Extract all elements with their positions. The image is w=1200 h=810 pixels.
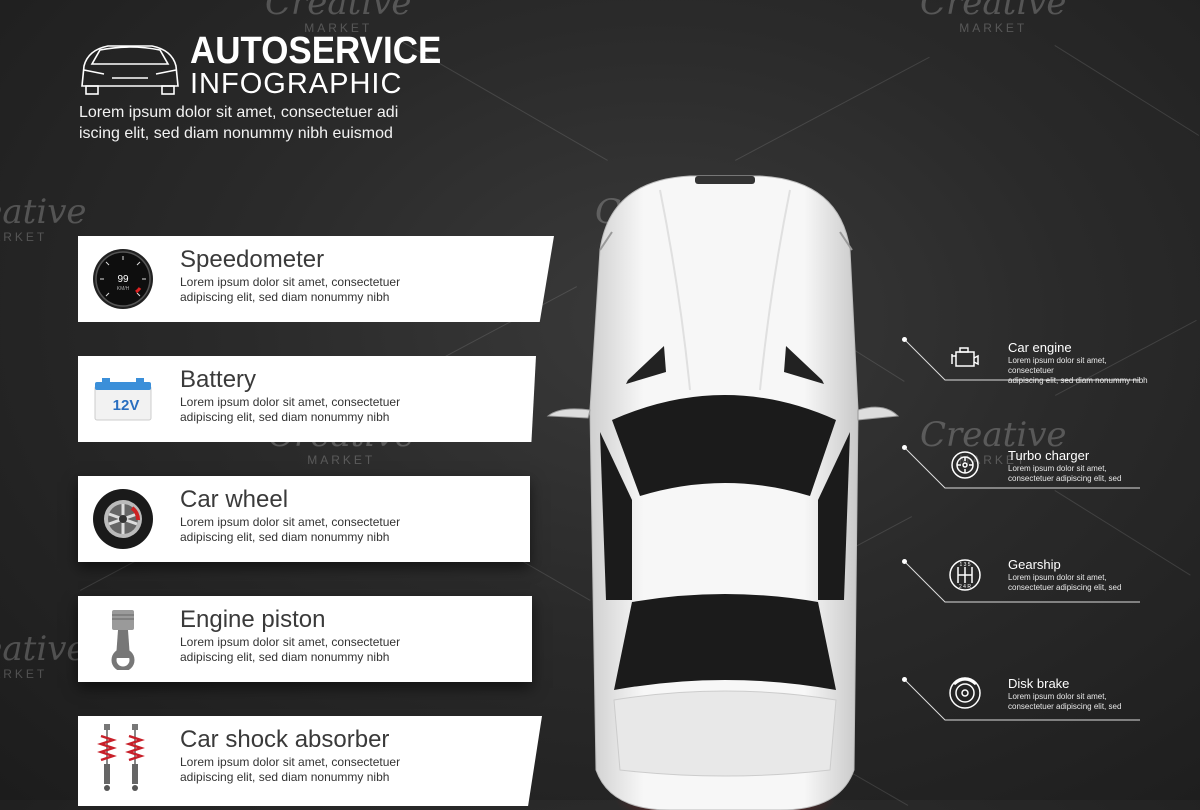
right-item-title: Disk brake bbox=[1008, 676, 1070, 691]
info-card-piston: Engine piston Lorem ipsum dolor sit amet… bbox=[78, 596, 532, 682]
card-text-line: Lorem ipsum dolor sit amet, consectetuer bbox=[180, 275, 401, 289]
card-title: Car wheel bbox=[180, 486, 289, 513]
mirror-left bbox=[546, 408, 591, 419]
right-item-title: Car engine bbox=[1008, 340, 1072, 355]
shock-absorber-icon bbox=[97, 724, 145, 791]
card-text: Lorem ipsum dolor sit amet, consectetuer… bbox=[180, 755, 440, 785]
card-text: Lorem ipsum dolor sit amet, consectetuer… bbox=[180, 275, 440, 305]
side-window-left bbox=[600, 432, 632, 600]
turbo-icon bbox=[951, 451, 979, 479]
right-item-text: Lorem ipsum dolor sit amet,consectetuer … bbox=[1008, 692, 1128, 712]
right-item-text-line: consectetuer adipiscing elit, sed bbox=[1008, 702, 1122, 711]
card-text-line: adipiscing elit, sed diam nonummy nibh bbox=[180, 290, 390, 304]
engine-icon bbox=[951, 347, 979, 367]
header-description-line: iscing elit, sed diam nonummy nibh euism… bbox=[79, 125, 393, 142]
car-logo-icon bbox=[81, 45, 179, 95]
gear-bottom-label: 2 4 R bbox=[959, 584, 971, 590]
info-card-battery: 12V Battery Lorem ipsum dolor sit amet, … bbox=[78, 356, 536, 442]
right-item-text-line: adipiscing elit, sed diam nonummy nibh bbox=[1008, 376, 1148, 385]
header-description-line: Lorem ipsum dolor sit amet, consectetuer… bbox=[79, 104, 399, 121]
info-card-wheel: Car wheel Lorem ipsum dolor sit amet, co… bbox=[78, 476, 530, 562]
headlight bbox=[599, 231, 853, 251]
connector-dot bbox=[902, 677, 907, 682]
card-text-line: Lorem ipsum dolor sit amet, consectetuer bbox=[180, 515, 401, 529]
connector-dot bbox=[902, 445, 907, 450]
mirror-right bbox=[857, 406, 900, 421]
battery-label: 12V bbox=[113, 397, 140, 414]
hood-crease bbox=[659, 189, 791, 391]
right-item-title: Gearship bbox=[1008, 557, 1061, 572]
right-item-title: Turbo charger bbox=[1008, 448, 1090, 463]
right-item-text: Lorem ipsum dolor sit amet, consectetuer… bbox=[1008, 356, 1148, 386]
hood-vent-left bbox=[626, 346, 666, 384]
gauge-unit: KM/H bbox=[117, 286, 130, 292]
card-text-line: Lorem ipsum dolor sit amet, consectetuer bbox=[180, 635, 401, 649]
card-text: Lorem ipsum dolor sit amet, consectetuer… bbox=[180, 635, 440, 665]
piston-icon bbox=[111, 610, 135, 670]
card-text: Lorem ipsum dolor sit amet, consectetuer… bbox=[180, 515, 440, 545]
rear-window bbox=[614, 594, 836, 690]
card-title: Engine piston bbox=[180, 606, 326, 633]
page-title: AUTOSERVICE bbox=[190, 30, 442, 72]
card-title: Car shock absorber bbox=[180, 726, 390, 753]
card-text-line: adipiscing elit, sed diam nonummy nibh bbox=[180, 410, 390, 424]
hood-vent-right bbox=[784, 346, 824, 384]
header-description: Lorem ipsum dolor sit amet, consectetuer… bbox=[79, 102, 419, 144]
trunk bbox=[613, 690, 837, 777]
car-top-view bbox=[546, 175, 900, 810]
gearshift-icon: 1 3 5 2 4 R bbox=[949, 559, 981, 591]
gauge-value: 99 bbox=[117, 274, 129, 285]
speedometer-icon: 99 KM/H bbox=[93, 249, 153, 309]
card-text: Lorem ipsum dolor sit amet, consectetuer… bbox=[180, 395, 440, 425]
windshield bbox=[612, 395, 836, 496]
card-title: Battery bbox=[180, 366, 257, 393]
card-text-line: adipiscing elit, sed diam nonummy nibh bbox=[180, 530, 390, 544]
battery-icon: 12V bbox=[94, 378, 152, 421]
gear-top-label: 1 3 5 bbox=[959, 562, 970, 568]
right-item-text-line: Lorem ipsum dolor sit amet, bbox=[1008, 573, 1107, 582]
page-subtitle: INFOGRAPHIC bbox=[190, 68, 403, 100]
disk-brake-icon bbox=[949, 677, 981, 709]
card-title: Speedometer bbox=[180, 246, 325, 273]
connector-dot bbox=[902, 337, 907, 342]
card-text-line: Lorem ipsum dolor sit amet, consectetuer bbox=[180, 395, 401, 409]
right-item-text-line: consectetuer adipiscing elit, sed bbox=[1008, 583, 1122, 592]
info-card-speedometer: 99 KM/H Speedometer Lorem ipsum dolor si… bbox=[78, 236, 554, 322]
wheel-icon bbox=[93, 489, 153, 549]
card-text-line: adipiscing elit, sed diam nonummy nibh bbox=[180, 650, 390, 664]
right-item-text-line: Lorem ipsum dolor sit amet, bbox=[1008, 464, 1107, 473]
hood-vent bbox=[695, 176, 755, 184]
right-item-text-line: Lorem ipsum dolor sit amet, consectetuer bbox=[1008, 356, 1107, 375]
right-item-text: Lorem ipsum dolor sit amet,consectetuer … bbox=[1008, 573, 1128, 593]
connector-dot bbox=[902, 559, 907, 564]
right-item-text: Lorem ipsum dolor sit amet,consectetuer … bbox=[1008, 464, 1128, 484]
card-text-line: Lorem ipsum dolor sit amet, consectetuer bbox=[180, 755, 401, 769]
side-window-right bbox=[818, 432, 850, 600]
info-card-shock-absorber: Car shock absorber Lorem ipsum dolor sit… bbox=[78, 716, 542, 806]
right-item-text-line: Lorem ipsum dolor sit amet, bbox=[1008, 692, 1107, 701]
right-item-text-line: consectetuer adipiscing elit, sed bbox=[1008, 474, 1122, 483]
card-text-line: adipiscing elit, sed diam nonummy nibh bbox=[180, 770, 390, 784]
